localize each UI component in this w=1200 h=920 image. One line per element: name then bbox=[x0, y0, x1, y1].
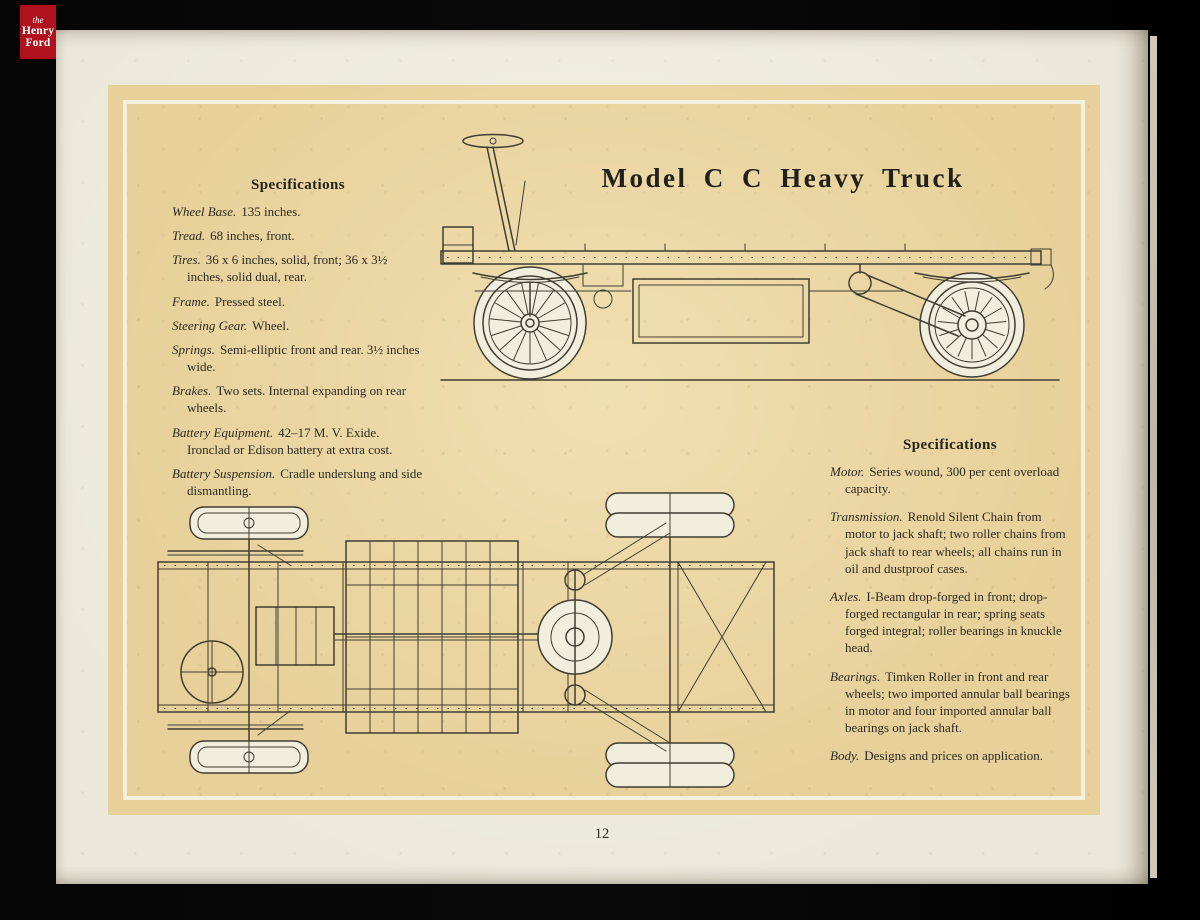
henry-ford-logo: the Henry Ford bbox=[20, 5, 56, 59]
side-battery-cradle bbox=[632, 278, 810, 344]
side-chain-case bbox=[848, 263, 966, 337]
left-specs-heading: Specifications bbox=[251, 177, 345, 193]
top-differential bbox=[537, 522, 671, 752]
spec-desc: 36 x 6 inches, solid, front; 36 x 3½ inc… bbox=[187, 252, 388, 285]
spec-desc: I-Beam drop-forged in front; drop-forged… bbox=[845, 588, 1062, 656]
logo-line-ford: Ford bbox=[25, 37, 51, 49]
spec-term: Frame. bbox=[172, 293, 210, 309]
top-rear-dual-wheel bbox=[605, 492, 735, 538]
tan-plate-panel: Model C C Heavy Truck Specifications Whe… bbox=[108, 85, 1100, 815]
spec-term: Steering Gear. bbox=[172, 317, 248, 333]
spec-term: Transmission. bbox=[830, 509, 903, 525]
spec-item-body: Body.Designs and prices on application. bbox=[830, 747, 1070, 764]
spec-item-frame: Frame.Pressed steel. bbox=[172, 293, 424, 310]
spec-term: Wheel Base. bbox=[172, 204, 237, 219]
spec-term: Body. bbox=[830, 748, 860, 764]
spec-item-tires: Tires.36 x 6 inches, solid, front; 36 x … bbox=[172, 251, 424, 285]
logo-line-henry: Henry bbox=[21, 25, 55, 37]
top-steering-wheel bbox=[180, 640, 244, 704]
page-title: Model C C Heavy Truck bbox=[601, 163, 965, 193]
spec-term: Battery Equipment. bbox=[172, 424, 274, 440]
logo-line-the: the bbox=[32, 15, 44, 25]
right-specifications-column: Specifications Motor.Series wound, 300 p… bbox=[830, 437, 1070, 775]
spec-item-tread: Tread.68 inches, front. bbox=[172, 227, 424, 244]
spec-item-bearings: Bearings.Timken Roller in front and rear… bbox=[830, 668, 1070, 737]
spec-desc: Semi-elliptic front and rear. 3½ inches … bbox=[187, 341, 420, 375]
spec-item-steering-gear: Steering Gear.Wheel. bbox=[172, 317, 424, 334]
spec-term: Motor. bbox=[830, 464, 865, 479]
spec-desc: Wheel. bbox=[252, 317, 290, 333]
spec-term: Axles. bbox=[830, 588, 862, 604]
top-subframe-platform bbox=[345, 540, 519, 734]
spec-item-motor: Motor.Series wound, 300 per cent overloa… bbox=[830, 463, 1070, 497]
chassis-side-view-drawing bbox=[440, 133, 1060, 381]
spec-item-battery-suspension: Battery Suspension.Cradle underslung and… bbox=[172, 465, 424, 499]
side-frame-rail bbox=[440, 243, 1042, 265]
spec-term: Tread. bbox=[172, 228, 206, 244]
spec-term: Springs. bbox=[172, 341, 215, 357]
side-rear-wheel bbox=[919, 272, 1025, 378]
spec-item-brakes: Brakes.Two sets. Internal expanding on r… bbox=[172, 382, 424, 416]
spec-item-battery-equipment: Battery Equipment.42–17 M. V. Exide. Iro… bbox=[172, 424, 424, 458]
spec-desc: 68 inches, front. bbox=[210, 228, 295, 244]
top-front-wheel bbox=[189, 506, 309, 540]
right-specs-heading: Specifications bbox=[903, 437, 997, 453]
spec-desc: Two sets. Internal expanding on rear whe… bbox=[187, 383, 407, 416]
spec-desc: Timken Roller in front and rear wheels; … bbox=[845, 668, 1070, 736]
spec-desc: Pressed steel. bbox=[214, 293, 285, 309]
spec-term: Battery Suspension. bbox=[172, 465, 276, 481]
book-page-edge bbox=[1150, 36, 1157, 878]
spec-item-wheel-base: Wheel Base. 135 inches. bbox=[172, 203, 424, 220]
spec-desc: Designs and prices on application. bbox=[864, 748, 1043, 764]
spec-term: Bearings. bbox=[830, 668, 881, 684]
spec-item-transmission: Transmission.Renold Silent Chain from mo… bbox=[830, 508, 1070, 577]
side-front-wheel bbox=[473, 266, 587, 380]
spec-item-springs: Springs.Semi-elliptic front and rear. 3½… bbox=[172, 341, 424, 375]
spec-desc: Series wound, 300 per cent overload capa… bbox=[845, 464, 1060, 497]
page-number: 12 bbox=[594, 826, 610, 842]
catalog-page: Model C C Heavy Truck Specifications Whe… bbox=[56, 30, 1148, 884]
chassis-top-view-drawing bbox=[157, 492, 775, 788]
top-motor-box bbox=[255, 606, 335, 666]
spec-desc: Renold Silent Chain from motor to jack s… bbox=[845, 509, 1066, 576]
spec-desc: 42–17 M. V. Exide. Ironclad or Edison ba… bbox=[187, 424, 393, 457]
side-steering-column bbox=[462, 133, 526, 252]
left-specifications-column: Specifications Wheel Base. 135 inches. Tr… bbox=[172, 177, 424, 506]
spec-desc: 135 inches. bbox=[241, 204, 301, 219]
spec-item-axles: Axles.I-Beam drop-forged in front; drop-… bbox=[830, 588, 1070, 657]
spec-term: Tires. bbox=[172, 252, 201, 268]
spec-term: Brakes. bbox=[172, 383, 212, 399]
spec-desc: Cradle underslung and side dismantling. bbox=[187, 465, 423, 499]
